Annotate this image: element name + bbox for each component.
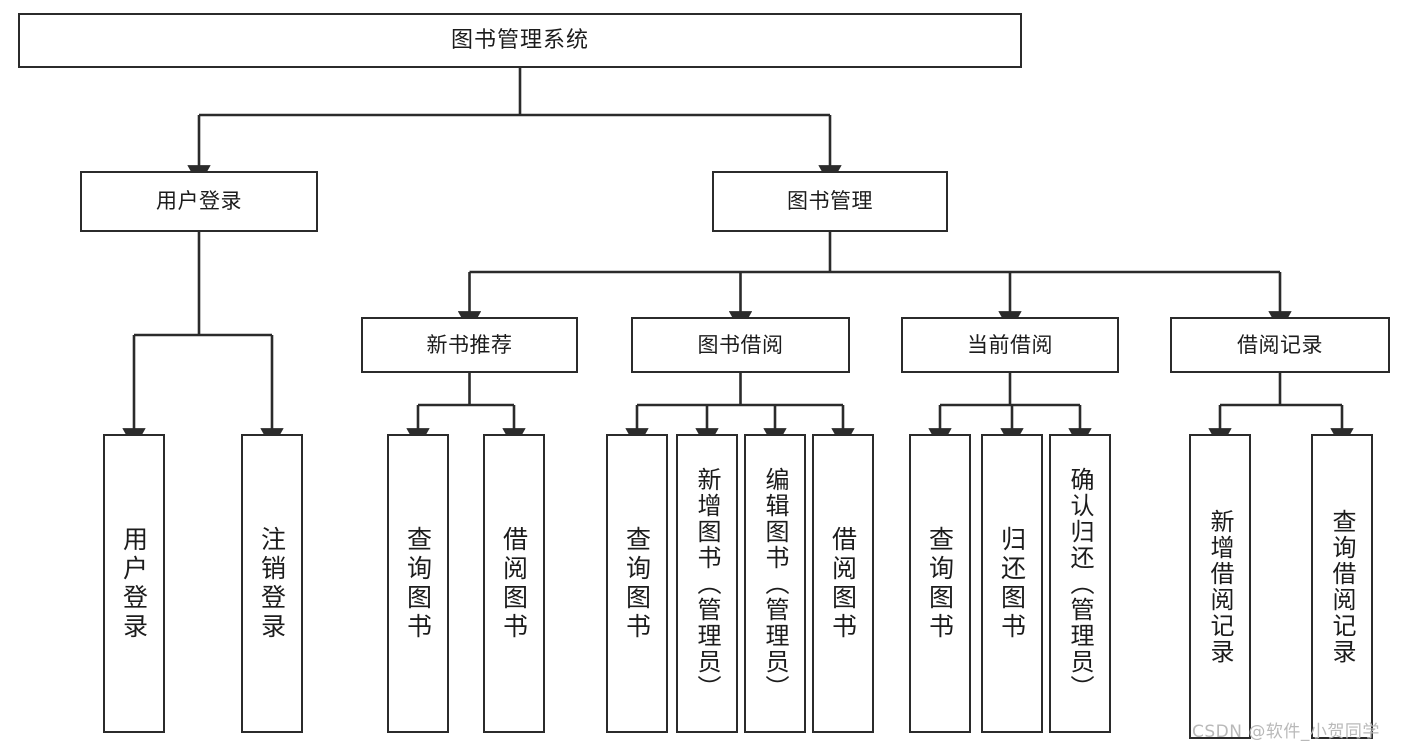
node-leaf-user-login[interactable]: 用户登录 (103, 434, 165, 733)
node-records[interactable]: 借阅记录 (1170, 317, 1390, 373)
node-label: 确认归还（管理员） (1066, 466, 1094, 701)
node-label: 图书管理 (787, 189, 873, 214)
node-label: 新增图书（管理员） (693, 466, 721, 701)
node-label: 图书管理系统 (450, 27, 589, 53)
node-root[interactable]: 图书管理系统 (18, 13, 1022, 68)
node-leaf-user-logout[interactable]: 注销登录 (241, 434, 303, 733)
node-newbook[interactable]: 新书推荐 (361, 317, 578, 373)
node-leaf-nb-borrow[interactable]: 借阅图书 (483, 434, 545, 733)
node-leaf-cur-return[interactable]: 归还图书 (981, 434, 1043, 733)
node-login[interactable]: 用户登录 (80, 171, 318, 232)
node-leaf-bk-edit[interactable]: 编辑图书（管理员） (744, 434, 806, 733)
node-bookmgmt[interactable]: 图书管理 (712, 171, 948, 232)
node-label: 借阅图书 (828, 525, 858, 642)
node-leaf-bk-query[interactable]: 查询图书 (606, 434, 668, 733)
node-label: 用户登录 (156, 189, 242, 214)
node-leaf-cur-query[interactable]: 查询图书 (909, 434, 971, 733)
node-borrow[interactable]: 图书借阅 (631, 317, 850, 373)
node-leaf-nb-query[interactable]: 查询图书 (387, 434, 449, 733)
node-label: 查询借阅记录 (1328, 508, 1356, 665)
node-leaf-rec-query[interactable]: 查询借阅记录 (1311, 434, 1373, 739)
node-leaf-rec-add[interactable]: 新增借阅记录 (1189, 434, 1251, 739)
node-label: 用户登录 (119, 525, 149, 642)
node-leaf-bk-borrow[interactable]: 借阅图书 (812, 434, 874, 733)
node-label: 新增借阅记录 (1206, 508, 1234, 665)
node-label: 归还图书 (997, 525, 1027, 642)
node-label: 查询图书 (925, 525, 955, 642)
node-current[interactable]: 当前借阅 (901, 317, 1119, 373)
node-leaf-bk-add[interactable]: 新增图书（管理员） (676, 434, 738, 733)
node-label: 注销登录 (257, 525, 287, 642)
node-label: 图书借阅 (697, 332, 784, 357)
node-label: 查询图书 (622, 525, 652, 642)
node-label: 编辑图书（管理员） (761, 466, 789, 701)
node-leaf-cur-confirm[interactable]: 确认归还（管理员） (1049, 434, 1111, 733)
node-label: 查询图书 (403, 525, 433, 642)
node-label: 借阅图书 (499, 525, 529, 642)
node-label: 当前借阅 (967, 332, 1053, 357)
node-label: 新书推荐 (426, 332, 513, 357)
node-label: 借阅记录 (1237, 332, 1323, 357)
